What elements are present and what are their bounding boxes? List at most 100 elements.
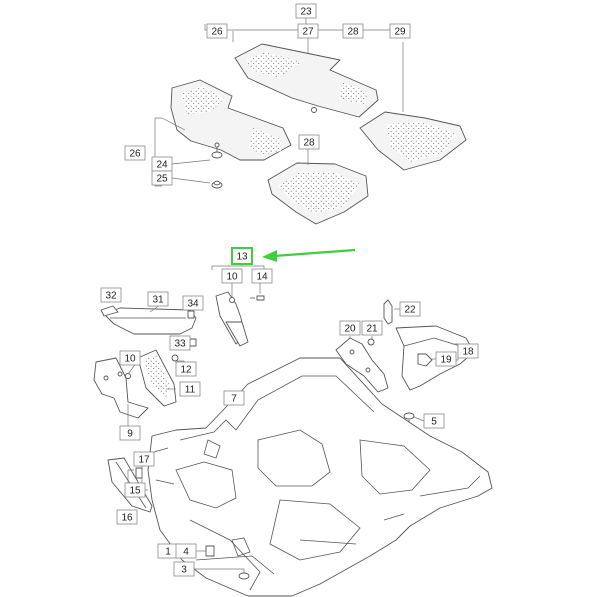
callout-c21-label: 21 (366, 324, 378, 335)
callout-c27: 27 (297, 23, 319, 39)
callout-c26b-label: 26 (129, 149, 141, 160)
floor-mat-set (154, 18, 467, 225)
callout-c9-label: 9 (127, 429, 133, 440)
callout-c33-label: 33 (174, 339, 186, 350)
callout-c10b: 10 (119, 350, 141, 366)
callout-c10b-label: 10 (124, 354, 136, 365)
callout-c19: 19 (435, 351, 457, 367)
callout-c11-frame (179, 381, 201, 397)
callout-c28a-label: 28 (347, 27, 359, 38)
callout-c31-frame (147, 291, 169, 307)
callout-c16-frame (116, 509, 138, 525)
clip-32 (100, 305, 119, 317)
callout-c17-frame (133, 451, 155, 467)
callout-c10a-frame (221, 268, 243, 284)
callout-c17-label: 17 (138, 455, 150, 466)
clip-19 (417, 353, 433, 367)
callout-c5-frame (423, 413, 445, 429)
callout-c21: 21 (361, 320, 383, 336)
callout-c1-label: 1 (165, 547, 171, 558)
highlight-arrow (262, 248, 356, 262)
callout-c1: 1 (157, 543, 179, 559)
callout-c32-label: 32 (105, 291, 117, 302)
callout-c29-frame (389, 23, 411, 39)
pedal-bracket-13 (215, 283, 265, 347)
callout-c22: 22 (399, 301, 421, 317)
mat-clip-lower (211, 180, 223, 189)
callout-c26a-frame (206, 23, 228, 39)
callout-c17: 17 (133, 451, 155, 467)
callout-c33-frame (169, 335, 191, 351)
callout-c26b-frame (124, 145, 146, 161)
bracket-9 (93, 357, 149, 419)
callout-c25-label: 25 (156, 174, 168, 185)
callout-c29-label: 29 (394, 27, 406, 38)
callout-c28b: 28 (298, 134, 320, 150)
floor-carpet (147, 357, 493, 597)
callout-c11-label: 11 (185, 385, 196, 396)
nut-21 (367, 338, 375, 346)
callout-c27-frame (297, 23, 319, 39)
callout-group-23-frame (295, 3, 317, 19)
mat-clip-upper (211, 142, 223, 159)
callout-c31-label: 31 (152, 295, 164, 306)
callout-c21-frame (361, 320, 383, 336)
callout-c9-frame (119, 425, 141, 441)
callout-c15-frame (124, 482, 146, 498)
clip-4 (205, 545, 215, 557)
foot-rest-11 (137, 349, 177, 407)
callout-c24: 24 (151, 156, 173, 172)
callout-c34-label: 34 (187, 299, 199, 310)
plug-3 (238, 572, 250, 580)
heel-pad-31 (100, 304, 197, 335)
trim-panel-18 (395, 325, 475, 391)
callout-c20: 20 (339, 320, 361, 336)
callout-c26b: 26 (124, 145, 146, 161)
callout-c4: 4 (175, 543, 197, 559)
callout-c20-frame (339, 320, 361, 336)
callout-c9: 9 (119, 425, 141, 441)
callout-c7: 7 (223, 390, 245, 406)
callout-c26a-label: 26 (211, 27, 223, 38)
callout-c12: 12 (175, 361, 197, 377)
callout-c10a: 10 (221, 268, 243, 284)
callout-group-23-label: 23 (300, 7, 312, 18)
callout-group-23: 23 (295, 3, 317, 19)
callout-c34-frame (182, 295, 204, 311)
callout-c19-label: 19 (440, 355, 452, 366)
rear-left-mat (267, 162, 369, 225)
callout-c22-frame (399, 301, 421, 317)
callout-c3: 3 (173, 561, 195, 577)
callout-c15-label: 15 (129, 486, 141, 497)
nut-12 (171, 354, 179, 362)
callout-c4-label: 4 (183, 547, 189, 558)
callout-c16-label: 16 (121, 513, 133, 524)
callout-highlight-13: 13 (231, 247, 253, 265)
callout-c4-frame (175, 543, 197, 559)
callout-highlight-13-label: 13 (236, 252, 248, 263)
callout-c31: 31 (147, 291, 169, 307)
callout-c16: 16 (116, 509, 138, 525)
callout-c25: 25 (151, 170, 173, 186)
callout-c3-frame (173, 561, 195, 577)
callout-c18-frame (457, 343, 479, 359)
callout-c14-label: 14 (256, 272, 268, 283)
callout-c3-label: 3 (181, 565, 187, 576)
callout-c29: 29 (389, 23, 411, 39)
callout-c10b-frame (119, 350, 141, 366)
clip-17 (135, 467, 143, 479)
callout-c28b-label: 28 (303, 138, 315, 149)
callout-c19-frame (435, 351, 457, 367)
callout-c24-label: 24 (156, 160, 168, 171)
callout-c12-label: 12 (180, 365, 192, 376)
callout-c22-label: 22 (404, 305, 416, 316)
callout-c26a: 26 (206, 23, 228, 39)
callout-c18: 18 (457, 343, 479, 359)
callout-c28b-frame (298, 134, 320, 150)
callout-c20-label: 20 (344, 324, 356, 335)
rear-right-mat (359, 111, 467, 171)
callout-c32-frame (100, 287, 122, 303)
nut-10b (125, 373, 131, 379)
callout-c7-frame (223, 390, 245, 406)
